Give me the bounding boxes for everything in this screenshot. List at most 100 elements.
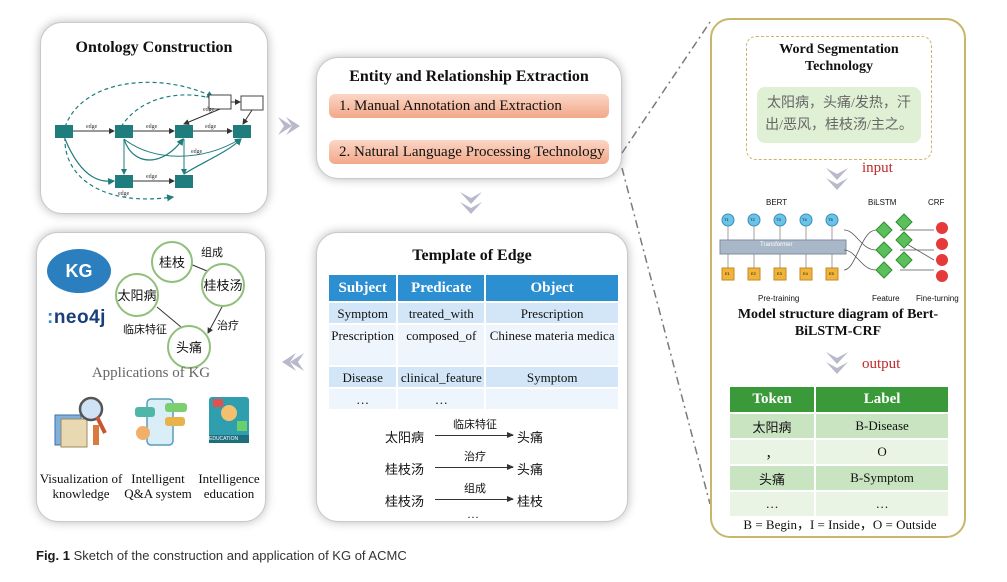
model-caption: Model structure diagram of Bert-BiLSTM-C… <box>737 307 939 339</box>
kg-node: 头痛 <box>167 325 211 369</box>
ontology-node <box>55 125 73 138</box>
stage-label: Pre-training <box>758 294 800 303</box>
table-cell: … <box>326 387 399 411</box>
applications-title: Applications of KG <box>91 365 211 381</box>
ontology-edge-label: edge <box>146 124 158 130</box>
table-cell: treated_with <box>396 301 487 325</box>
education-caption: EDUCATION <box>209 436 239 442</box>
relation-object: 头痛 <box>517 430 544 445</box>
table-cell: … <box>814 490 950 518</box>
ontology-edge-label: edge <box>118 191 130 197</box>
template-title: Template of Edge <box>412 247 532 264</box>
table-row: Symptom treated_with Prescription <box>326 301 620 325</box>
flow-arrow-down <box>826 352 848 374</box>
relation-label: 临床特征 <box>453 419 497 431</box>
relation-subject: 桂枝汤 <box>385 494 425 509</box>
table-cell: Prescription <box>326 323 399 367</box>
application-education: Intelligence education <box>198 471 260 501</box>
extraction-title: Entity and Relationship Extraction <box>349 68 589 85</box>
token-label-bottom: E1 <box>725 271 730 276</box>
relation-object: 桂枝 <box>517 494 544 509</box>
table-cell: … <box>396 387 487 411</box>
table-cell <box>484 387 620 411</box>
relation-subject: 桂枝汤 <box>385 462 425 477</box>
template-panel: Template of Edge Subject Predicate Objec… <box>316 232 628 522</box>
kg-badge-label: KG <box>65 260 93 281</box>
table-cell: Disease <box>326 365 399 389</box>
ontology-node-box <box>240 95 264 111</box>
education-icon <box>209 397 249 443</box>
token-label-table: Token Label 太阳病 B-Disease ， O 头痛 B-Sympt… <box>727 385 950 518</box>
ontology-node <box>175 125 193 138</box>
relation-label: 组成 <box>464 483 486 495</box>
output-label: output <box>862 356 901 372</box>
ontology-edge-label: edge <box>191 149 203 155</box>
chat-phone-icon <box>135 398 187 446</box>
ontology-node <box>115 125 133 138</box>
seg-text: 太阳病，头痛/发热，汗出/恶风，桂枝汤/主之。 <box>757 87 921 143</box>
table-cell: Chinese materia medica <box>484 323 620 367</box>
table-header: Token <box>727 385 817 414</box>
applications-panel: KG :neo4j 桂枝 桂枝汤 太阳病 头痛 组成 临床特征 治疗 Appli… <box>36 232 266 522</box>
table-row: … … <box>326 387 620 411</box>
kg-node: 桂枝 <box>151 241 193 283</box>
ontology-panel: Ontology Construction <box>40 22 268 214</box>
neo4j-logo: :neo4j <box>47 307 106 328</box>
token-label-top: T3 <box>776 217 781 222</box>
flow-arrow-right <box>278 117 300 135</box>
bilstm-label: BiLSTM <box>868 198 897 207</box>
neo4j-label: neo4j <box>53 307 106 328</box>
bert-bilstm-crf-diagram <box>719 213 948 282</box>
table-cell: 太阳病 <box>727 412 817 440</box>
token-label-top: T1 <box>724 217 729 222</box>
kg-edge-label: 组成 <box>201 247 223 259</box>
relation-arrow <box>435 432 514 438</box>
relation-ellipsis: … <box>467 507 479 521</box>
figure-caption-text: Sketch of the construction and applicati… <box>73 548 407 563</box>
table-row: 头痛 B-Symptom <box>727 464 950 492</box>
token-label-bottom: E5 <box>829 271 834 276</box>
table-cell: Prescription <box>484 301 620 325</box>
table-row: Disease clinical_feature Symptom <box>326 365 620 389</box>
ontology-edge-label: edge <box>203 107 215 113</box>
table-row: … … <box>727 490 950 518</box>
table-row: ， O <box>727 438 950 466</box>
flow-arrow-left <box>282 353 304 371</box>
token-label-bottom: E3 <box>777 271 782 276</box>
label-legend: B = Begin，I = Inside，O = Outside <box>743 517 937 532</box>
token-label-bottom: E2 <box>751 271 756 276</box>
ontology-node <box>233 125 251 138</box>
extraction-panel: Entity and Relationship Extraction 1. Ma… <box>316 57 622 179</box>
ontology-edge-label: edge <box>205 124 217 130</box>
table-cell: 头痛 <box>727 464 817 492</box>
relation-label: 治疗 <box>464 451 486 463</box>
table-cell: ， <box>727 438 817 466</box>
bert-label: BERT <box>766 198 788 207</box>
table-header: Subject <box>326 273 399 303</box>
table-row: 太阳病 B-Disease <box>727 412 950 440</box>
extraction-item-manual: 1. Manual Annotation and Extraction <box>329 94 609 118</box>
ontology-title: Ontology Construction <box>75 39 233 56</box>
relation-arrow <box>435 464 514 470</box>
edge-template-table: Subject Predicate Object Symptom treated… <box>326 273 620 411</box>
table-header: Label <box>814 385 950 414</box>
table-cell: Symptom <box>326 301 399 325</box>
seg-box: Word Segmentation Technology 太阳病，头痛/发热，汗… <box>746 36 932 160</box>
ontology-node <box>115 175 133 188</box>
table-cell: … <box>727 490 817 518</box>
figure-caption-label: Fig. 1 <box>36 548 70 563</box>
application-visualization: Visualization of knowledge <box>39 471 123 501</box>
table-header: Object <box>484 273 620 303</box>
relation-arrow <box>435 496 514 502</box>
table-header: Predicate <box>396 273 487 303</box>
token-label-top: T5 <box>828 217 833 222</box>
ontology-edge-label: edge <box>146 174 158 180</box>
relation-subject: 太阳病 <box>385 430 425 445</box>
ontology-node <box>175 175 193 188</box>
kg-node: 桂枝汤 <box>201 263 245 307</box>
ontology-diagram: edge edge edge edge edge edge edge <box>55 81 264 202</box>
table-cell: O <box>814 438 950 466</box>
extraction-item-nlp: 2. Natural Language Processing Technolog… <box>329 140 609 164</box>
table-cell: composed_of <box>396 323 487 367</box>
table-cell: clinical_feature <box>396 365 487 389</box>
